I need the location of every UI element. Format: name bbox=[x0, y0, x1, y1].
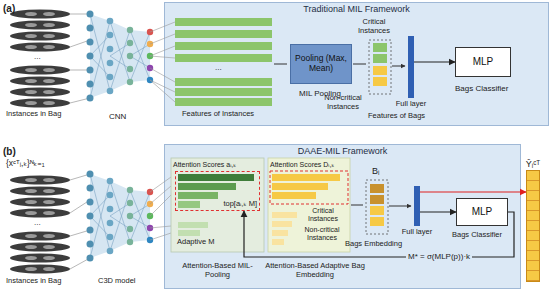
flow-arrow bbox=[274, 64, 405, 66]
caption-label: Bags Classifier bbox=[455, 84, 508, 93]
box-label: MLP bbox=[472, 206, 493, 218]
instance-features bbox=[175, 18, 272, 106]
mlp-box: MLP bbox=[456, 198, 508, 226]
flow-arrow bbox=[351, 205, 411, 206]
caption-label: Features of Instances bbox=[182, 110, 254, 119]
edge-label: M* = σ(MLP(p))·k bbox=[406, 252, 472, 261]
region-heading: Attention Scores aᵢ,ₖ bbox=[173, 161, 236, 169]
callout-label: Non-critical Instances bbox=[318, 94, 368, 111]
callout-label: Critical Instances bbox=[300, 207, 346, 223]
panel-title: DAAE-MIL Framework bbox=[165, 146, 520, 156]
mlp-box: MLP bbox=[455, 47, 511, 77]
node-label: Full layer bbox=[396, 100, 426, 109]
callout-label: Critical Instances bbox=[352, 18, 396, 35]
embedding-region bbox=[268, 158, 350, 252]
caption-label: Attention-Based Adaptive Bag Embedding bbox=[262, 262, 368, 279]
callout-label: Adaptive M bbox=[177, 238, 215, 247]
full-layer-bar: Full layer bbox=[408, 36, 414, 98]
ellipsis: ... bbox=[34, 218, 41, 227]
caption-label: Attention-Based MIL-Pooling bbox=[170, 262, 265, 279]
image-stack-a bbox=[10, 10, 70, 108]
connector-arrow bbox=[420, 191, 526, 192]
caption-label: C3D model bbox=[98, 277, 136, 286]
connector-arrow bbox=[420, 211, 456, 212]
caption-label: Instances in Bag bbox=[6, 110, 61, 119]
node-label: Full layer bbox=[402, 228, 432, 237]
attention-region bbox=[171, 158, 264, 252]
caption-label: Instances in Bag bbox=[6, 277, 61, 286]
ellipsis: ... bbox=[34, 52, 41, 61]
caption-label: Bags Classifier bbox=[452, 231, 502, 240]
bag-embedding bbox=[370, 184, 384, 226]
math-notation: {xᶜᵀᵢ,ₖ}ᴺₖ₌₁ bbox=[6, 159, 45, 169]
caption-label: Bags Embedding bbox=[345, 240, 402, 249]
c3d-network bbox=[87, 171, 154, 262]
panel-label: (a) bbox=[3, 3, 15, 15]
caption-label: Features of Bags bbox=[368, 112, 425, 121]
callout-label: Non-critical Instances bbox=[296, 226, 348, 242]
cnn-network bbox=[87, 11, 154, 102]
node-label: Ŷᵢᶜᵀ bbox=[526, 159, 541, 169]
ellipsis: ... bbox=[215, 63, 222, 72]
panel-title: Traditional MIL Framework bbox=[165, 4, 548, 14]
region-heading: Attention Scores Dᵢ,ₖ bbox=[270, 161, 334, 169]
critical-outline bbox=[270, 171, 348, 204]
caption-label: CNN bbox=[109, 112, 126, 121]
node-label: top[aᵢ,ₖ M] bbox=[223, 200, 257, 209]
full-layer-bar: Full layer bbox=[414, 186, 420, 226]
connector-arrow bbox=[414, 61, 455, 62]
fan-lines-b bbox=[150, 177, 171, 240]
image-stack-b bbox=[10, 176, 70, 274]
adaptive-selection-box: top[aᵢ,ₖ M] bbox=[175, 171, 260, 211]
attention-bars bbox=[178, 174, 254, 236]
connector-arrow bbox=[244, 211, 514, 257]
pooling-box: Pooling (Max, Mean) bbox=[290, 44, 352, 84]
bag-features-outline bbox=[369, 40, 391, 94]
fan-lines-a bbox=[150, 22, 175, 102]
panel-label: (b) bbox=[3, 146, 16, 158]
bag-features bbox=[373, 43, 387, 86]
bag-embedding-outline bbox=[366, 180, 388, 234]
box-label: Pooling (Max, Mean) bbox=[294, 54, 348, 74]
box-label: MLP bbox=[473, 56, 494, 68]
math-notation: Bᵢ bbox=[372, 166, 379, 176]
output-vector: Ŷᵢᶜᵀ bbox=[526, 170, 540, 282]
